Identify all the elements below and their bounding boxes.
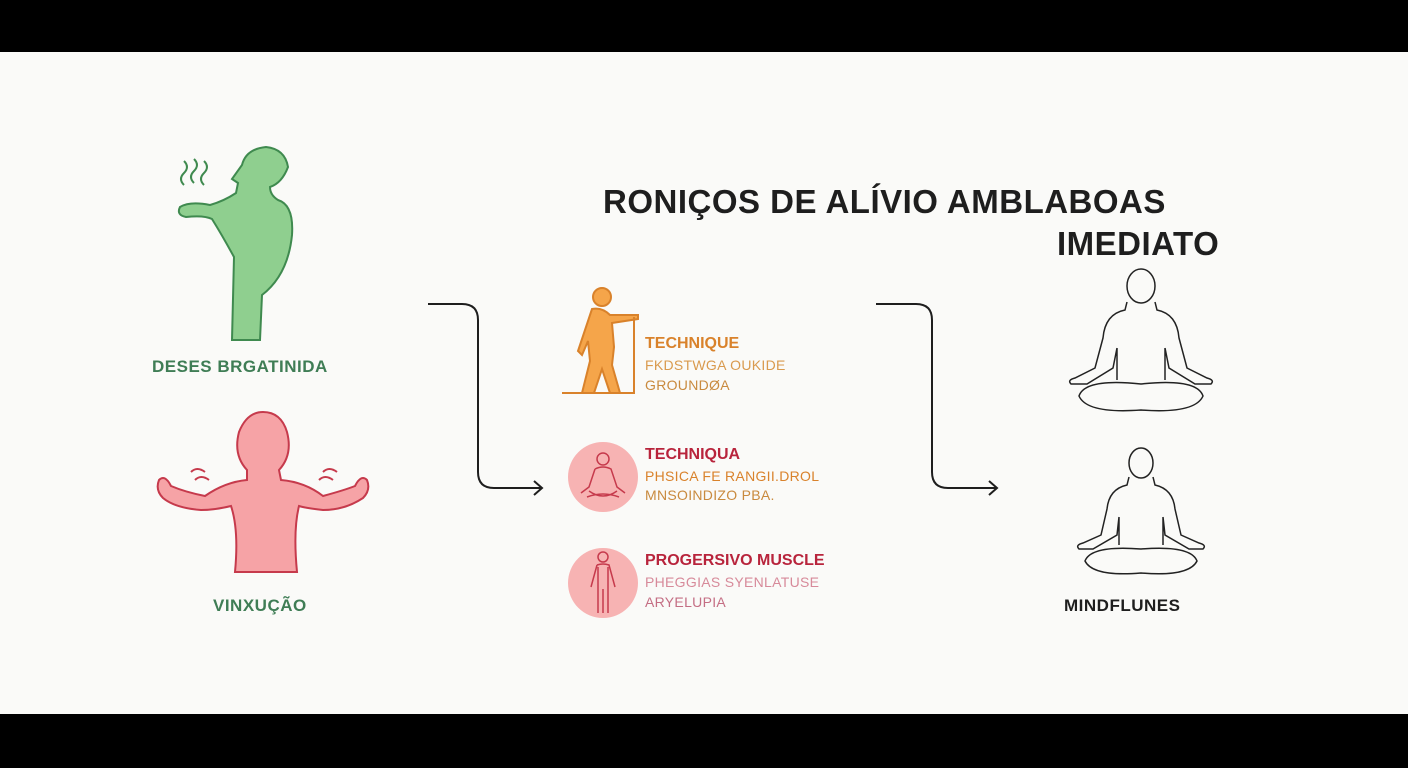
technique-1-line2: GROUNDØA [645,377,730,393]
technique-2-line1: PHSICA FE RANGII.DROL [645,468,820,484]
technique-2-heading: TECHNIQUA [645,446,741,463]
technique-3-line1: PHEGGIAS SYENLATUSE [645,574,820,590]
meditating-figure-icon [1076,447,1206,575]
meditation-icon [568,442,638,512]
technique-2-line2: MNSOINDIZO PBA. [645,487,775,503]
technique-3-line2: ARYELUPIA [645,594,727,610]
title-line-1: RONIÇOS DE ALÍVIO AMBLABOAS [603,183,1166,220]
left-label-relax: VINXUÇÃO [213,596,307,615]
relaxed-torso-icon [156,410,370,573]
technique-1-line1: FKDSTWGA OUKIDE [645,357,786,373]
breathing-person-icon [177,145,294,341]
title-line-2: IMEDIATO [1057,225,1220,262]
left-label-breathing: DESES BRGATINIDA [152,357,328,376]
technique-3-heading: PROGERSIVO MUSCLE [645,552,825,569]
walking-person-icon [562,287,639,394]
right-label-mindfulness: MINDFLUNES [1064,596,1181,615]
standing-body-icon [568,548,638,618]
meditating-figure-icon [1068,268,1214,412]
technique-1-heading: TECHNIQUE [645,335,740,352]
